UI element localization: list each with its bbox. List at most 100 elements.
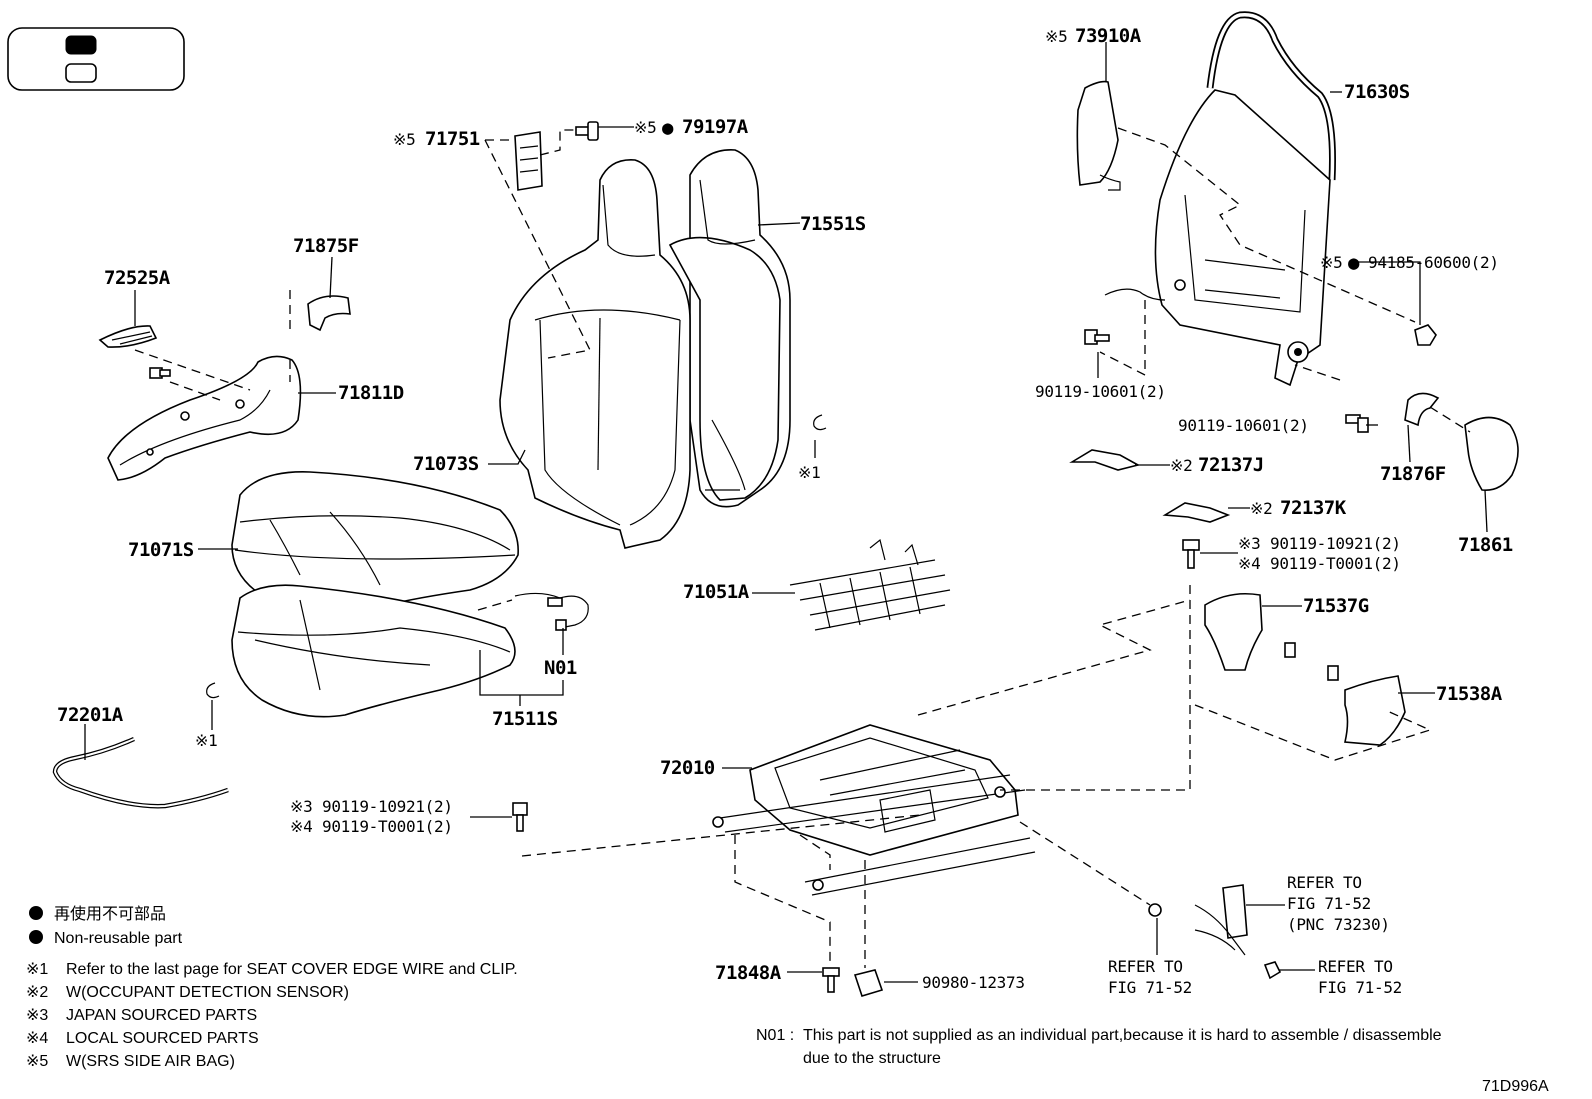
dot-79197A: ●: [662, 117, 674, 139]
bracket-72137K-drawing: [1162, 502, 1231, 523]
n01-note-line1: This part is not supplied as an individu…: [803, 1027, 1442, 1044]
callout-71551S: 71551S: [800, 213, 866, 235]
mark-71751: ※5: [393, 130, 415, 149]
seatback-pad-71073S-drawing: [499, 159, 691, 549]
belt-buckle-drawing: [1148, 884, 1282, 980]
callout-71861: 71861: [1458, 534, 1513, 556]
callout-90119-10921-right: 90119-10921(2): [1270, 534, 1401, 553]
callout-94185: 94185-60600(2): [1368, 253, 1499, 272]
mark-clip-2: ※1: [195, 731, 217, 750]
legend-frame: [7, 27, 185, 91]
refer-to-3-line1: REFER TO: [1318, 957, 1393, 976]
dot-94185: ●: [1348, 252, 1360, 274]
bracket-71751-drawing: [514, 131, 543, 191]
n01-note-line2: due to the structure: [803, 1050, 941, 1067]
clip-c-icon-1: [813, 414, 827, 431]
seat-adjuster-72010-drawing: [712, 724, 1036, 896]
note-2-text: W(OCCUPANT DETECTION SENSOR): [66, 984, 349, 1001]
mark-72137J: ※2: [1170, 456, 1192, 475]
callout-72137K: 72137K: [1280, 497, 1347, 519]
airbag-73910A-drawing: [1076, 80, 1121, 191]
mark-clip-1: ※1: [798, 463, 820, 482]
seatback-frame-71630S-drawing: [1154, 11, 1336, 387]
spring-mat-71051A-drawing: [789, 538, 951, 631]
callout-71051A: 71051A: [683, 581, 750, 603]
trim-72525A-drawing: [98, 325, 158, 348]
bolt-90119-10921-right-drawing: [1182, 539, 1200, 569]
note-3-text: JAPAN SOURCED PARTS: [66, 1007, 257, 1024]
callout-79197A: 79197A: [682, 116, 749, 138]
note-5-text: W(SRS SIDE AIR BAG): [66, 1053, 235, 1070]
top-left-legend-box: [7, 27, 185, 91]
refer-to-1-line3: (PNC 73230): [1287, 915, 1390, 934]
connector-90980-drawing: [853, 969, 884, 997]
mark-90119-10921-right: ※3: [1238, 534, 1260, 553]
callout-71876F: 71876F: [1380, 463, 1446, 485]
refer-to-1-line2: FIG 71-52: [1287, 894, 1371, 913]
legend-notes: 再使用不可部品 Non-reusable part ※1 Refer to th…: [26, 905, 518, 1070]
n01-note-label: N01 :: [756, 1027, 794, 1044]
bolt-90119-10921-left-drawing: [512, 802, 528, 832]
refer-to-1-line1: REFER TO: [1287, 873, 1362, 892]
callout-71875F: 71875F: [293, 235, 359, 257]
cover-71875F-drawing: [307, 295, 351, 332]
note-3-mark: ※3: [26, 1007, 48, 1024]
callout-90119-T0001-left: 90119-T0001(2): [322, 817, 453, 836]
callout-72010: 72010: [660, 757, 715, 779]
callout-71511S: 71511S: [492, 708, 558, 730]
callout-90980-12373: 90980-12373: [922, 973, 1025, 992]
nut-94185-drawing: [1414, 324, 1437, 346]
frame-harness-drawing: [1104, 288, 1166, 301]
callout-71537G: 71537G: [1303, 595, 1369, 617]
callout-90119-T0001-right: 90119-T0001(2): [1270, 554, 1401, 573]
cushion-cover-71071S-drawing: [231, 471, 519, 616]
callout-71751: 71751: [425, 128, 480, 150]
callout-labels: ※5 73910A 71630S ※5 71751 ※5 ● 79197A 71…: [57, 25, 1513, 997]
mark-90119-T0001-left: ※4: [290, 817, 312, 836]
assembly-guide-lines: [134, 127, 1471, 968]
note-2-mark: ※2: [26, 984, 48, 1001]
legend-dot-en: Non-reusable part: [54, 930, 183, 947]
bolt-90119-10601-a-drawing: [1084, 329, 1110, 345]
callout-72525A: 72525A: [104, 267, 171, 289]
callout-71848A: 71848A: [715, 962, 782, 984]
shield-71811D-drawing: [107, 355, 302, 481]
screw-small-drawing: [149, 367, 171, 379]
callout-71811D: 71811D: [338, 382, 404, 404]
legend-dot-jp: 再使用不可部品: [54, 905, 166, 923]
refer-to-2-line2: FIG 71-52: [1108, 978, 1192, 997]
cover-71537G-drawing: [1204, 592, 1263, 671]
filled-swatch: [65, 35, 97, 55]
bracket-72137J-drawing: [1069, 449, 1141, 471]
mark-73910A: ※5: [1045, 27, 1067, 46]
clip-c-icon-2: [206, 682, 220, 699]
note-5-mark: ※5: [26, 1053, 48, 1070]
cushion-harness-N01-drawing: [514, 592, 589, 631]
edge-wire-72201A-drawing: [52, 736, 229, 809]
callout-72137J: 72137J: [1198, 454, 1264, 476]
callout-71071S: 71071S: [128, 539, 194, 561]
non-reusable-dot-icon: [29, 906, 43, 920]
callout-72201A: 72201A: [57, 704, 124, 726]
n01-note: N01 : This part is not supplied as an in…: [756, 1027, 1442, 1067]
callout-71538A: 71538A: [1436, 683, 1503, 705]
diagram-id: 71D996A: [1482, 1078, 1549, 1095]
refer-to-3-line2: FIG 71-52: [1318, 978, 1402, 997]
refer-to-2-line1: REFER TO: [1108, 957, 1183, 976]
bolt-90119-10601-b-drawing: [1345, 414, 1369, 433]
bolt-79197A-drawing: [575, 121, 599, 141]
callout-90119-10601-a: 90119-10601(2): [1035, 382, 1166, 401]
cushion-pad-71511S-drawing: [231, 584, 516, 718]
note-4-text: LOCAL SOURCED PARTS: [66, 1030, 259, 1047]
callout-73910A: 73910A: [1075, 25, 1142, 47]
empty-swatch: [65, 63, 97, 83]
note-1-mark: ※1: [26, 961, 48, 978]
mark-94185: ※5: [1320, 253, 1342, 272]
callout-90119-10601-b: 90119-10601(2): [1178, 416, 1309, 435]
callout-90119-10921-left: 90119-10921(2): [322, 797, 453, 816]
callout-71073S: 71073S: [413, 453, 479, 475]
mark-90119-T0001-right: ※4: [1238, 554, 1260, 573]
cover-71876F-drawing: [1404, 392, 1440, 427]
